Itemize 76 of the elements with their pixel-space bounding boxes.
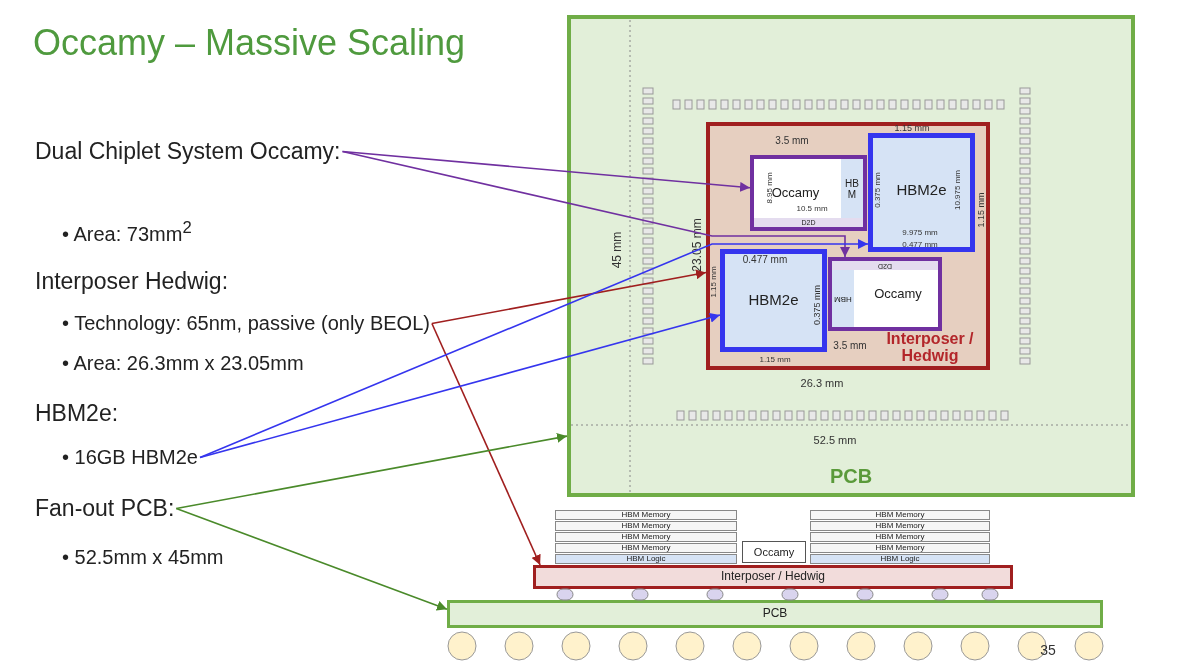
bullet-text: • 16GB HBM2e <box>62 446 198 469</box>
pcb-layer <box>447 600 1103 628</box>
bullet-text: • Area: 26.3mm x 23.05mm <box>62 352 304 375</box>
dimension-label: 9.975 mm <box>902 229 938 237</box>
strip-label: HBM <box>834 294 852 303</box>
layer-label: HBM Logic <box>880 554 920 564</box>
hbm-logic-layer <box>555 554 737 564</box>
arrow <box>199 312 721 459</box>
layer-label: HBM Memory <box>621 521 671 531</box>
arrow <box>175 433 568 510</box>
chip-label: Occamy <box>874 286 922 302</box>
layer-label: HBM Memory <box>875 510 925 520</box>
interposer-die <box>706 122 990 370</box>
dimension-label: 0.477 mm <box>902 241 938 249</box>
pcb-board <box>567 15 1135 497</box>
dimension-label: 52.5 mm <box>813 434 857 446</box>
dimension-label: 3.5 mm <box>775 136 809 146</box>
hbm-memory-layer <box>810 510 990 520</box>
strip-label: HB M <box>844 177 860 200</box>
hbm-memory-layer <box>555 521 737 531</box>
arrow <box>199 239 869 459</box>
interposer-label: Interposer / Hedwig <box>885 329 975 365</box>
interposer-layer <box>533 565 1013 589</box>
section-heading: Fan-out PCB: <box>35 495 175 522</box>
arrow <box>431 269 707 325</box>
chiplet-die <box>828 257 942 331</box>
hbm-memory-layer <box>810 532 990 542</box>
dimension-label: 10.975 mm <box>954 170 962 210</box>
hbm-memory-layer <box>555 543 737 553</box>
hbm-memory-layer <box>555 532 737 542</box>
layer-label: HBM Memory <box>621 510 671 520</box>
chip-label: HBM2e <box>748 292 799 309</box>
bullet-text: • 52.5mm x 45mm <box>62 546 224 569</box>
d2d-strip <box>754 218 863 227</box>
dimension-label: 1.15 mm <box>710 266 718 298</box>
d2d-strip <box>832 261 938 270</box>
dimension-label: 23.05 mm <box>691 218 703 272</box>
slide-title: Occamy – Massive Scaling <box>33 22 466 64</box>
bullet-text: • Technology: 65nm, passive (only BEOL) <box>62 312 430 335</box>
dimension-label: 0.375 mm <box>874 172 882 208</box>
dimension-label: 26.3 mm <box>800 377 844 389</box>
dimension-label: 0.477 mm <box>742 255 788 265</box>
hbm-memory-layer <box>555 510 737 520</box>
chip-label: Occamy <box>771 185 820 200</box>
hbm-phy-strip <box>841 159 863 218</box>
arrow <box>175 507 448 611</box>
layer-label: Occamy <box>753 545 795 559</box>
logic-die <box>742 541 806 563</box>
dimension-label: 10.5 mm <box>796 205 828 213</box>
layer-label: HBM Memory <box>621 543 671 553</box>
layer-label: HBM Memory <box>875 521 925 531</box>
bullet-text: • Area: 73mm$^{2}$ <box>62 218 192 246</box>
section-heading: Interposer Hedwig: <box>35 268 229 295</box>
layer-label: HBM Logic <box>626 554 666 564</box>
chip-label: HBM2e <box>896 182 947 199</box>
section-heading: HBM2e: <box>35 400 119 427</box>
hbm-logic-layer <box>810 554 990 564</box>
layer-label: HBM Memory <box>875 532 925 542</box>
hbm-phy-strip <box>832 270 854 327</box>
layer-label: PCB <box>762 607 788 621</box>
layer-label: Interposer / Hedwig <box>720 570 826 584</box>
arrow <box>341 150 850 258</box>
hbm-memory-layer <box>810 521 990 531</box>
dimension-label: 0.375 mm <box>812 285 822 325</box>
chiplet-die <box>750 155 867 231</box>
layer-label: HBM Memory <box>621 532 671 542</box>
hbm-memory-layer <box>810 543 990 553</box>
page-number: 35 <box>1040 643 1056 657</box>
dimension-label: 3.5 mm <box>833 341 867 351</box>
layer-label: HBM Memory <box>875 543 925 553</box>
hbm-stack <box>720 249 827 352</box>
section-heading: Dual Chiplet System Occamy: <box>35 138 341 165</box>
arrow <box>431 322 541 566</box>
dimension-label: 45 mm <box>611 231 623 269</box>
hbm-stack <box>868 133 975 252</box>
board-label: PCB <box>829 465 873 487</box>
